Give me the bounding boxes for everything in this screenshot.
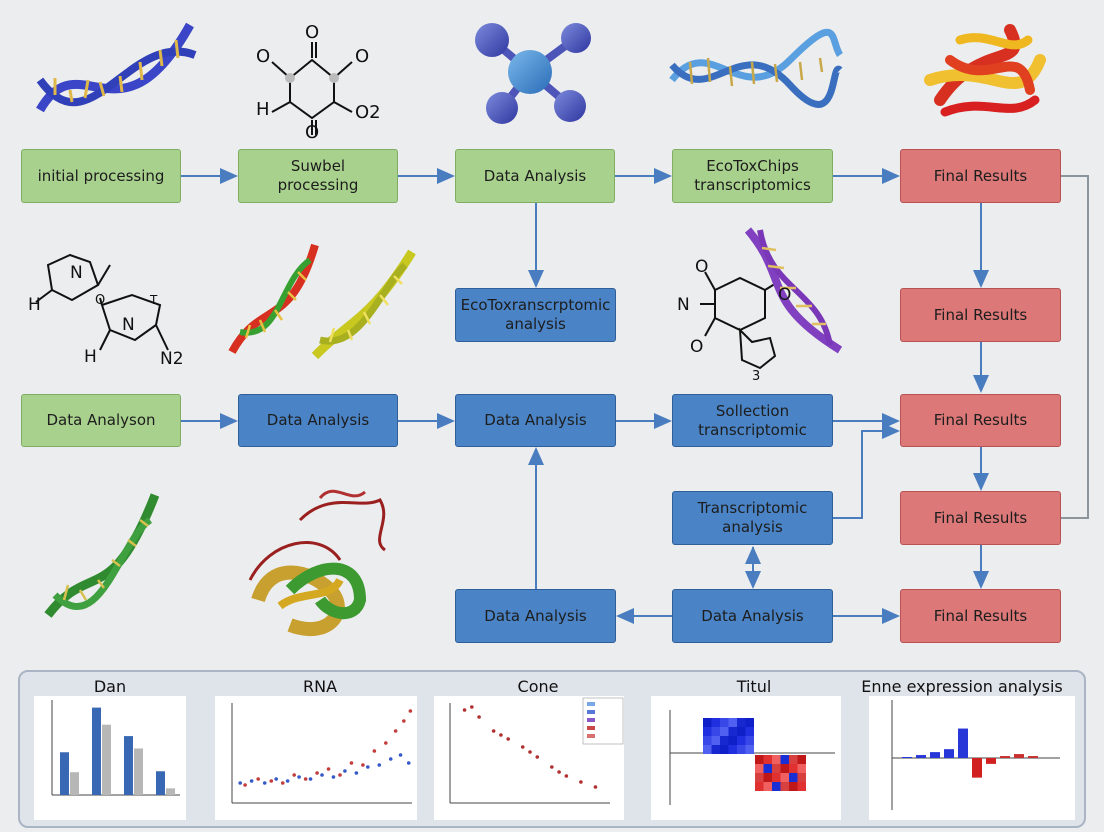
dna-helix-icon bbox=[744, 227, 843, 354]
node-data-analysis-mid-2[interactable]: Data Analysis bbox=[455, 394, 616, 447]
oxygen-label: O bbox=[690, 337, 703, 357]
ball-stick-molecule-icon bbox=[475, 23, 591, 124]
three-label: 3 bbox=[752, 369, 760, 384]
n2-label: N2 bbox=[160, 349, 184, 369]
node-initial-processing[interactable]: initial processing bbox=[21, 149, 181, 203]
protein-ribbon-icon bbox=[924, 24, 1046, 117]
hydrogen-label: H bbox=[256, 99, 270, 120]
t-label: T bbox=[149, 293, 158, 307]
chart-titul bbox=[651, 696, 841, 820]
node-final-results-1[interactable]: Final Results bbox=[900, 149, 1061, 203]
node-ecotox-transcriptomic-analysis[interactable]: EcoToxranscrptomic analysis bbox=[455, 288, 616, 342]
oxygen-label: O bbox=[355, 46, 369, 67]
node-data-analysis-bottom-2[interactable]: Data Analysis bbox=[672, 589, 833, 643]
node-final-results-5[interactable]: Final Results bbox=[900, 589, 1061, 643]
molecule-structure-1 bbox=[271, 42, 353, 135]
chart-title-cone: Cone bbox=[517, 677, 559, 696]
oxygen-label: O bbox=[778, 285, 791, 305]
chart-cone bbox=[434, 696, 624, 820]
oxygen-label: O bbox=[305, 122, 319, 143]
connectors bbox=[181, 168, 1089, 624]
dna-helix-icon bbox=[44, 493, 160, 618]
dna-helix-icon bbox=[669, 28, 844, 108]
chart-panel: Dan RNA Cone Titul Enne expression analy… bbox=[18, 670, 1086, 828]
node-final-results-2[interactable]: Final Results bbox=[900, 288, 1061, 342]
node-sollection-transcriptomic[interactable]: Sollection transcriptomic bbox=[672, 394, 833, 447]
chart-gene-expression bbox=[869, 696, 1075, 820]
node-ecotoxchips-transcriptomics[interactable]: EcoToxChips transcriptomics bbox=[672, 149, 833, 203]
molecule-structure-2 bbox=[35, 253, 169, 351]
node-data-analyson[interactable]: Data Analyson bbox=[21, 394, 181, 447]
nitrogen-label: N bbox=[677, 295, 690, 315]
protein-ribbon-icon bbox=[248, 489, 387, 637]
dna-helix-icon bbox=[36, 22, 197, 113]
oxygen-label: O bbox=[695, 257, 708, 277]
hydrogen-label: H bbox=[84, 347, 97, 367]
node-subwel-processing[interactable]: Suwbel processing bbox=[238, 149, 398, 203]
node-data-analysis-bottom-1[interactable]: Data Analysis bbox=[455, 589, 616, 643]
chart-rna bbox=[215, 696, 417, 820]
chart-dan bbox=[34, 696, 186, 820]
node-final-results-4[interactable]: Final Results bbox=[900, 491, 1061, 545]
chart-title-rna: RNA bbox=[302, 677, 338, 696]
oxygen-label: O bbox=[256, 46, 270, 67]
oxygen-label: O2 bbox=[355, 102, 381, 123]
node-data-analysis-mid-1[interactable]: Data Analysis bbox=[238, 394, 398, 447]
nitrogen-label: N bbox=[70, 263, 83, 283]
chart-title-gene-expression: Enne expression analysis bbox=[861, 677, 1063, 696]
oxygen-label: O bbox=[95, 293, 105, 308]
hydrogen-label: H bbox=[28, 295, 41, 315]
oxygen-label: O bbox=[305, 22, 319, 43]
nitrogen-label: N bbox=[122, 315, 135, 335]
dna-helix-icon bbox=[311, 249, 416, 360]
node-data-analysis-top[interactable]: Data Analysis bbox=[455, 149, 615, 203]
node-final-results-3[interactable]: Final Results bbox=[900, 394, 1061, 447]
chart-title-dan: Dan bbox=[93, 677, 127, 696]
molecule-structure-3 bbox=[700, 271, 779, 370]
chart-title-titul: Titul bbox=[736, 677, 772, 696]
dna-helix-icon bbox=[228, 243, 319, 354]
node-transcriptomic-analysis[interactable]: Transcriptomic analysis bbox=[672, 491, 833, 545]
